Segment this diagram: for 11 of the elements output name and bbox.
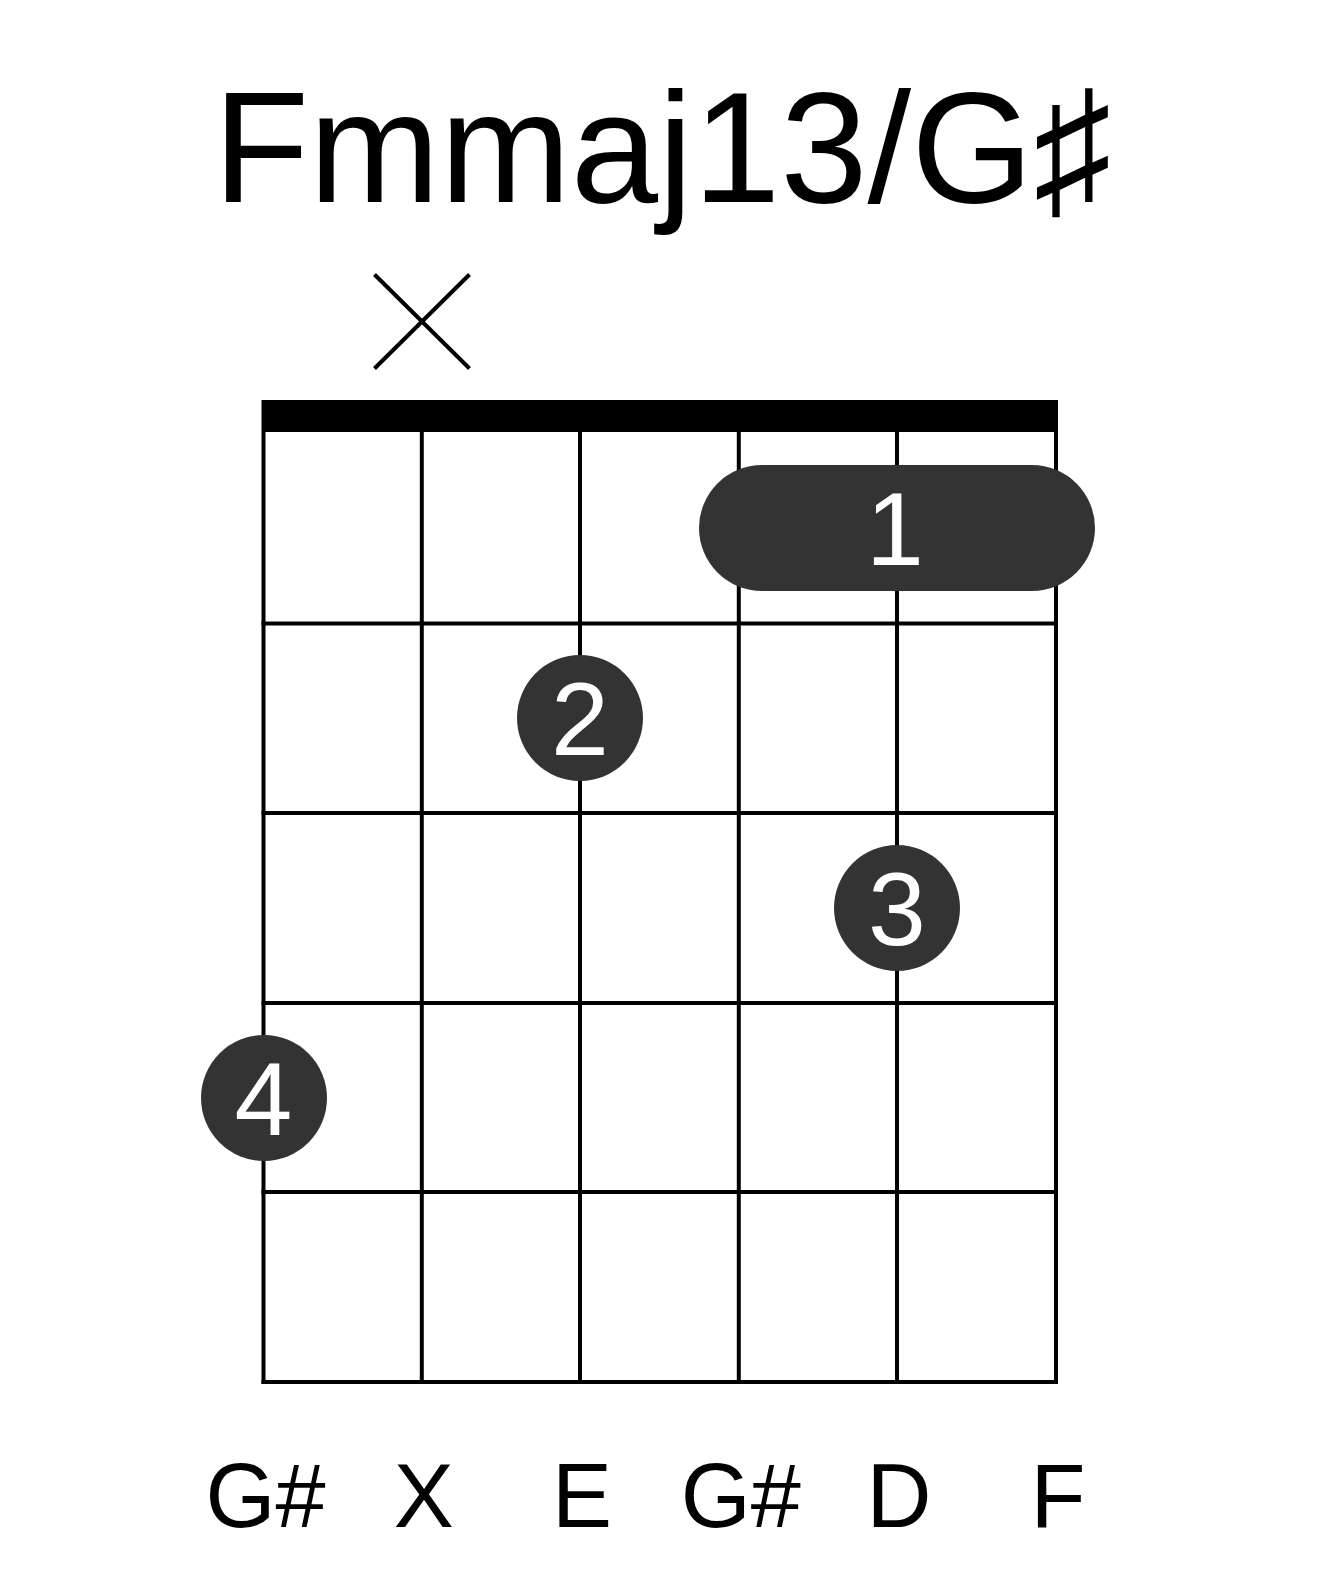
- string-note-label: F: [1030, 1451, 1086, 1541]
- finger-number: 2: [550, 667, 610, 772]
- finger-number: 1: [865, 476, 925, 581]
- string-note-label: G#: [680, 1451, 801, 1541]
- finger-number: 4: [233, 1046, 294, 1151]
- string-note-label: X: [393, 1451, 454, 1541]
- chord-title: Fmmaj13/G♯: [212, 59, 1113, 237]
- string-note-label: G#: [205, 1451, 326, 1541]
- string-note-label: E: [552, 1451, 612, 1541]
- finger-number: 3: [867, 857, 927, 961]
- string-note-label: D: [866, 1451, 932, 1541]
